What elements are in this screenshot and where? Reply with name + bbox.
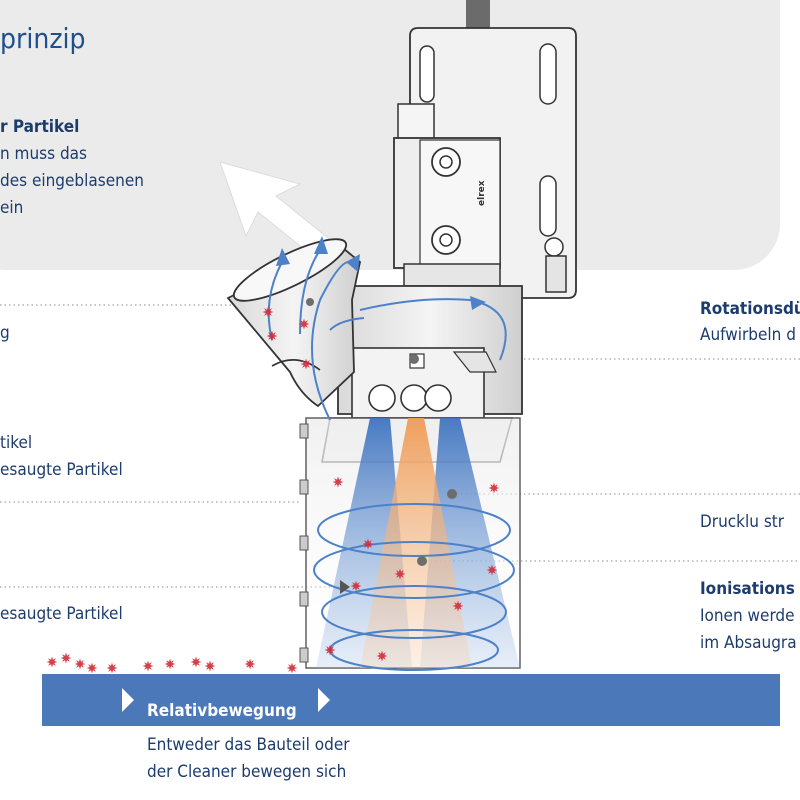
note-ionisation-line-1: Ionen werde [700,606,795,626]
dust-particle [362,538,374,550]
dust-particle [394,568,406,580]
motion-caption-line-1: Entweder das Bauteil oder [147,735,350,755]
motion-label: Relativbewegung [147,701,297,721]
dust-particle [60,652,72,664]
substrate-band [42,674,780,726]
note-rotation-line-1: Aufwirbeln d [700,325,796,345]
flow-arrowheads [276,236,486,310]
motion-arrow-left [122,688,134,712]
note-particle-line-1: n muss das [0,144,87,164]
dust-particle [350,580,362,592]
note-air-line-1: Drucklu str [700,512,785,532]
dust-particle [142,660,154,672]
callout-dots [340,354,457,594]
dust-particle [332,476,344,488]
dust-particle [486,564,498,576]
motion-arrow-right [318,688,330,712]
note-sucked-line-1: esaugte Partikel [0,604,123,624]
brand-label: elrex [477,180,487,206]
note-tikel-line-2: esaugte Partikel [0,460,123,480]
note-rotation-heading: Rotationsdü [700,299,800,319]
note-ionisation-heading: Ionisations [700,579,795,599]
motion-caption-line-2: der Cleaner bewegen sich [147,762,347,782]
dust-particle [286,662,298,674]
dust-particle [190,656,202,668]
dust-particle [488,482,500,494]
flow-arrows [267,249,507,421]
dust-particle [74,658,86,670]
dust-particle [300,358,312,370]
exhaust-tube [226,238,361,408]
note-ionisation-line-2: im Absaugra [700,633,797,653]
particles [46,306,500,674]
fitting [397,103,435,141]
dust-particle [266,330,278,342]
page-title: prinzip [0,22,86,55]
dust-particle [262,306,274,318]
dust-particle [376,650,388,662]
note-g-line-1: g [0,323,10,343]
dust-particle [164,658,176,670]
dust-particle [86,662,98,674]
dust-particle [106,662,118,674]
top-panel [0,0,780,270]
note-particle-heading: r Partikel [0,117,80,137]
control-block: elrex [393,137,501,287]
dust-particle [46,656,58,668]
dust-particle [452,600,464,612]
dust-particle [324,644,336,656]
note-particle-line-2: des eingeblasenen [0,171,144,191]
note-tikel-line-1: tikel [0,433,33,453]
dust-particle [244,658,256,670]
dust-particle [204,660,216,672]
dust-particle [298,318,310,330]
note-particle-line-3: ein [0,198,24,218]
